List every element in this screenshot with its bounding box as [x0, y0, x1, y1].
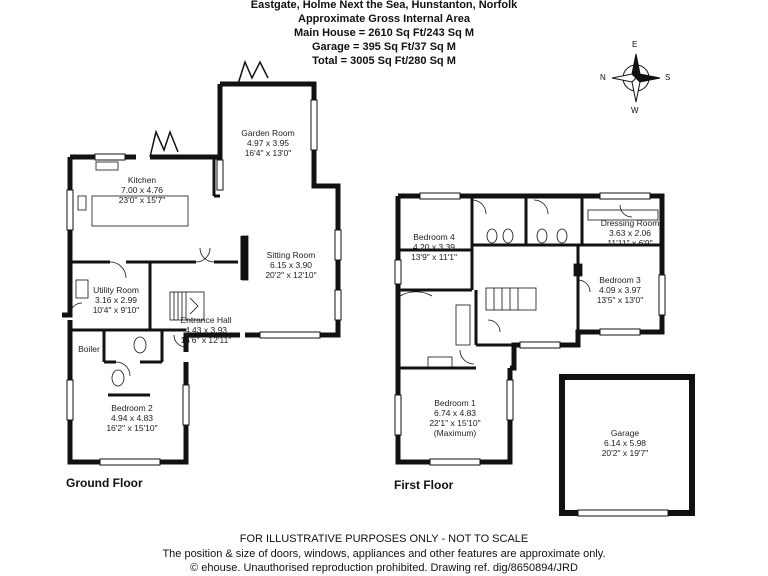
entrance-hall-name: Entrance Hall — [180, 315, 232, 325]
garage-label: Garage 6.14 x 5.98 20'2" x 19'7" — [590, 428, 660, 458]
first-floor-fixtures — [427, 209, 659, 368]
property-address: Eastgate, Holme Next the Sea, Hunstanton… — [250, 0, 518, 11]
garden-room-imperial: 16'4" x 13'0" — [244, 148, 292, 158]
garage-name: Garage — [610, 428, 640, 438]
utility-room-imperial: 10'4" x 9'10" — [92, 305, 140, 315]
kitchen-island — [91, 195, 189, 227]
garden-room-label: Garden Room 4.97 x 3.95 16'4" x 13'0" — [236, 128, 300, 158]
ground-floor-stairs — [169, 291, 205, 321]
bedroom-1-label: Bedroom 1 6.74 x 4.83 22'1" x 15'10" (Ma… — [420, 398, 490, 438]
garage-area: Garage = 395 Sq Ft/37 Sq M — [312, 41, 456, 53]
bedroom-2-imperial: 16'2" x 15'10" — [106, 423, 158, 433]
compass-west-label: W — [631, 106, 639, 115]
bedroom-3-metric: 4.09 x 3.97 — [598, 285, 642, 295]
dressing-room-metric: 3.63 x 2.06 — [608, 228, 652, 238]
compass-rose — [611, 53, 661, 103]
garden-room-metric: 4.97 x 3.95 — [246, 138, 290, 148]
compass-south-label: S — [665, 73, 671, 82]
ground-floor-windows — [66, 99, 342, 466]
bedroom-2-label: Bedroom 2 4.94 x 4.83 16'2" x 15'10" — [100, 403, 164, 433]
sitting-room-label: Sitting Room 6.15 x 3.90 20'2" x 12'10" — [256, 250, 326, 280]
garden-room-name: Garden Room — [241, 128, 295, 138]
bedroom-1-note: (Maximum) — [433, 428, 477, 438]
boiler-label: Boiler — [76, 344, 102, 354]
garden-room-bifold-doors — [237, 59, 269, 85]
boiler-name: Boiler — [78, 344, 100, 354]
garage-imperial: 20'2" x 19'7" — [601, 448, 649, 458]
first-floor-interior-walls — [398, 196, 662, 370]
first-floor-label: First Floor — [394, 478, 454, 492]
utility-room-metric: 3.16 x 2.99 — [94, 295, 138, 305]
total-area: Total = 3005 Sq Ft/280 Sq M — [312, 55, 456, 67]
utility-room-name: Utility Room — [93, 285, 139, 295]
kitchen-name: Kitchen — [127, 175, 157, 185]
ground-floor-label: Ground Floor — [66, 476, 143, 490]
bedroom-2-name: Bedroom 2 — [111, 403, 153, 413]
entrance-hall-label: Entrance Hall 4.43 x 3.93 14'6" x 12'11" — [174, 315, 238, 345]
dressing-room-label: Dressing Room 3.63 x 2.06 11'11" x 6'9" — [598, 218, 662, 248]
first-floor-door-swings — [399, 199, 633, 365]
bedroom-3-label: Bedroom 3 4.09 x 3.97 13'5" x 13'0" — [590, 275, 650, 305]
sitting-room-metric: 6.15 x 3.90 — [269, 260, 313, 270]
compass-north-label: N — [600, 73, 606, 82]
bedroom-1-imperial: 22'1" x 15'10" — [429, 418, 481, 428]
bedroom-1-metric: 6.74 x 4.83 — [433, 408, 477, 418]
main-house-area: Main House = 2610 Sq Ft/243 Sq M — [293, 27, 475, 39]
bedroom-1-name: Bedroom 1 — [434, 398, 476, 408]
disclaimer-text: FOR ILLUSTRATIVE PURPOSES ONLY - NOT TO … — [239, 533, 529, 545]
sitting-room-name: Sitting Room — [266, 250, 316, 260]
sitting-room-imperial: 20'2" x 12'10" — [265, 270, 317, 280]
bedroom-3-imperial: 13'5" x 13'0" — [596, 295, 644, 305]
garage-metric: 6.14 x 5.98 — [603, 438, 647, 448]
kitchen-label: Kitchen 7.00 x 4.76 23'0" x 15'7" — [110, 175, 174, 205]
dressing-room-imperial: 11'11" x 6'9" — [607, 238, 653, 248]
bedroom-3-name: Bedroom 3 — [599, 275, 641, 285]
utility-room-label: Utility Room 3.16 x 2.99 10'4" x 9'10" — [88, 285, 144, 315]
entrance-hall-metric: 4.43 x 3.93 — [184, 325, 228, 335]
area-title: Approximate Gross Internal Area — [298, 13, 470, 25]
kitchen-bifold-doors — [149, 129, 179, 158]
bedroom-4-name: Bedroom 4 — [413, 232, 455, 242]
approximation-note: The position & size of doors, windows, a… — [162, 548, 606, 560]
bedroom-4-metric: 4.20 x 3.39 — [412, 242, 456, 252]
bedroom-4-label: Bedroom 4 4.20 x 3.39 13'9" x 11'1" — [404, 232, 464, 262]
garage-door — [577, 509, 669, 517]
ground-floor-door-swings — [69, 247, 215, 377]
entrance-hall-imperial: 14'6" x 12'11" — [180, 335, 232, 345]
compass-east-label: E — [632, 40, 638, 49]
dressing-room-name: Dressing Room — [600, 218, 660, 228]
kitchen-imperial: 23'0" x 15'7" — [118, 195, 166, 205]
bedroom-4-imperial: 13'9" x 11'1" — [411, 252, 457, 262]
bedroom-2-metric: 4.94 x 4.83 — [110, 413, 154, 423]
first-floor-windows — [394, 192, 666, 466]
copyright-text: © ehouse. Unauthorised reproduction proh… — [190, 562, 578, 574]
kitchen-metric: 7.00 x 4.76 — [120, 185, 164, 195]
ground-floor-fixtures — [75, 161, 249, 387]
